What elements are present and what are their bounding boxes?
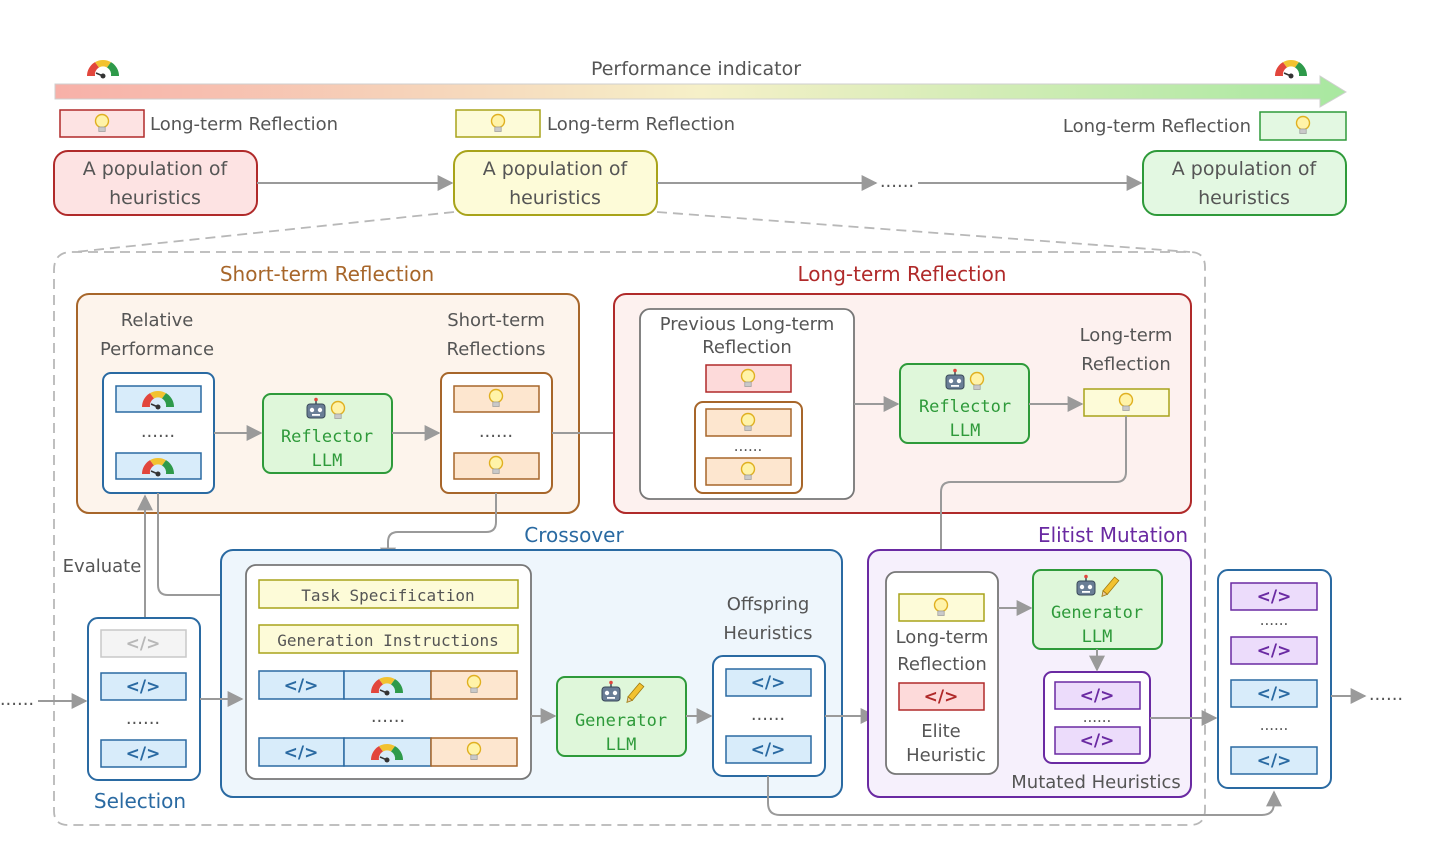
selected-code-entry (100, 739, 187, 768)
offspring-label-line2: Heuristics (723, 623, 812, 644)
task-specification-label: Task Specification (301, 586, 474, 605)
task-specification (258, 579, 519, 609)
elitist-generator-line1: Generator (1051, 603, 1143, 623)
parent-code-entry (258, 670, 345, 700)
performance-indicator-arrow (54, 75, 1347, 108)
code-icon: </> (126, 744, 161, 764)
selection-label: Selection (94, 789, 186, 813)
long-term-output-line1: Long-term (1080, 325, 1173, 346)
code-icon: </> (1080, 686, 1115, 706)
offspring-code-entry (725, 735, 812, 764)
population-right-line2: heuristics (1198, 187, 1290, 209)
unselected-code-entry (100, 629, 187, 658)
crossover-ellipsis: ...... (371, 706, 405, 727)
short-term-reflections-line1: Short-term (447, 310, 545, 331)
performance-indicator-label: Performance indicator (591, 58, 801, 80)
evaluate-label: Evaluate (63, 556, 142, 577)
population-left-line1: A population of (83, 158, 229, 180)
low-performance-gauge-icon (86, 59, 120, 80)
top-middle-reflection-label: Long-term Reflection (547, 114, 735, 135)
next-population-mutated-entry (1230, 582, 1318, 611)
parent-performance-entry (343, 670, 432, 700)
next-population-ellipsis: ...... (1260, 611, 1289, 629)
top-ellipsis: ...... (880, 171, 914, 192)
short-term-title: Short-term Reflection (220, 262, 434, 286)
offspring-ellipsis: ...... (751, 704, 785, 725)
unselected-code-icon: </> (126, 634, 161, 654)
next-population-offspring-entry (1230, 679, 1318, 708)
code-icon: </> (751, 740, 786, 760)
elite-ltr-line1: Long-term (896, 627, 989, 648)
short-term-reflector-line2: LLM (312, 451, 343, 471)
short-term-reflections-ellipsis: ...... (479, 421, 513, 442)
elite-code-icon: </> (924, 687, 959, 707)
code-icon: </> (1080, 731, 1115, 751)
elitist-arrows (998, 600, 1218, 726)
long-term-output-line2: Reflection (1081, 354, 1171, 375)
selected-code-entry (100, 672, 187, 701)
crossover-arrows (200, 691, 1282, 816)
population-box-right (1142, 150, 1347, 216)
long-term-title: Long-term Reflection (798, 262, 1007, 286)
previous-long-term-line1: Previous Long-term (660, 314, 835, 335)
mutated-ellipsis: ...... (1083, 708, 1112, 726)
code-icon: </> (284, 743, 319, 763)
code-icon: </> (284, 676, 319, 696)
long-term-reflector-line1: Reflector (919, 397, 1011, 417)
code-icon: </> (1257, 641, 1292, 661)
next-population-offspring-entry (1230, 746, 1318, 775)
generation-instructions-label: Generation Instructions (277, 631, 499, 650)
code-icon: </> (1257, 684, 1292, 704)
top-right-reflection-label: Long-term Reflection (1063, 116, 1251, 137)
parent-code-entry (258, 737, 345, 767)
offspring-label-line1: Offspring (727, 594, 810, 615)
code-icon: </> (126, 677, 161, 697)
elite-heuristic-line2: Heuristic (906, 745, 986, 766)
elite-ltr-line2: Reflection (897, 654, 987, 675)
offspring-code-entry (725, 668, 812, 697)
population-left-line2: heuristics (109, 187, 201, 209)
relative-performance-line2: Performance (100, 339, 214, 360)
relative-performance-ellipsis: ...... (141, 421, 175, 442)
mutated-code-entry (1054, 726, 1141, 755)
population-middle-line2: heuristics (509, 187, 601, 209)
elitist-generator-line2: LLM (1082, 627, 1113, 647)
selection-ellipsis: ...... (126, 708, 160, 729)
next-population-box (1217, 569, 1332, 789)
code-icon: </> (751, 673, 786, 693)
mutated-heuristics-label: Mutated Heuristics (1011, 772, 1180, 793)
trailing-ellipsis: ...... (1369, 684, 1403, 705)
short-term-reflector-line1: Reflector (281, 427, 373, 447)
population-middle-line1: A population of (483, 158, 629, 180)
next-population-mutated-entry (1230, 636, 1318, 665)
population-right-line1: A population of (1172, 158, 1318, 180)
generation-instructions (258, 624, 519, 654)
zoom-frame (53, 211, 1206, 826)
mutated-code-entry (1054, 681, 1141, 710)
long-term-reflector-line2: LLM (950, 421, 981, 441)
elite-heuristic-line1: Elite (921, 721, 961, 742)
elite-heuristic-entry (898, 682, 985, 711)
top-left-reflection-label: Long-term Reflection (150, 114, 338, 135)
elitist-title: Elitist Mutation (1038, 523, 1188, 547)
evaluate-arrows (137, 493, 497, 618)
high-performance-gauge-icon (1274, 59, 1308, 80)
code-icon: </> (1257, 587, 1292, 607)
crossover-generator-line2: LLM (606, 735, 637, 755)
short-term-reflections-line2: Reflections (447, 339, 546, 360)
crossover-title: Crossover (524, 523, 624, 547)
code-icon: </> (1257, 751, 1292, 771)
long-term-arrows (854, 396, 1127, 569)
previous-long-term-line2: Reflection (702, 337, 792, 358)
relative-performance-line1: Relative (121, 310, 194, 331)
leading-ellipsis: ...... (0, 689, 34, 710)
incoming-ellipsis: ...... (734, 437, 763, 455)
next-population-ellipsis: ...... (1260, 716, 1289, 734)
elite-input-box (885, 571, 999, 775)
crossover-generator-line1: Generator (575, 711, 667, 731)
